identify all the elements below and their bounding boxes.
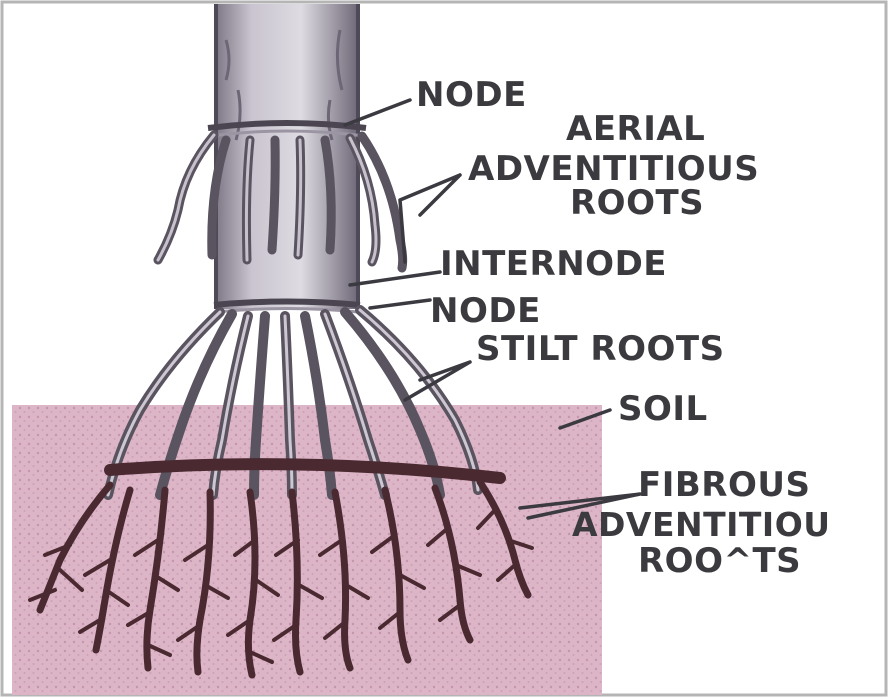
label-fibrous-line3: ROO^TS bbox=[638, 541, 801, 581]
label-node-top: NODE bbox=[416, 75, 527, 115]
stem bbox=[216, 4, 358, 309]
label-aerial-line3: ROOTS bbox=[570, 183, 704, 223]
label-soil: SOIL bbox=[618, 389, 708, 429]
label-aerial-line1: AERIAL bbox=[566, 109, 705, 149]
label-internode: INTERNODE bbox=[440, 244, 667, 284]
label-fibrous-line1: FIBROUS bbox=[638, 465, 810, 505]
label-node-bottom: NODE bbox=[430, 291, 541, 331]
label-fibrous-line2: ADVENTITIOU bbox=[572, 505, 831, 544]
label-stilt-roots: STILT ROOTS bbox=[476, 329, 725, 369]
